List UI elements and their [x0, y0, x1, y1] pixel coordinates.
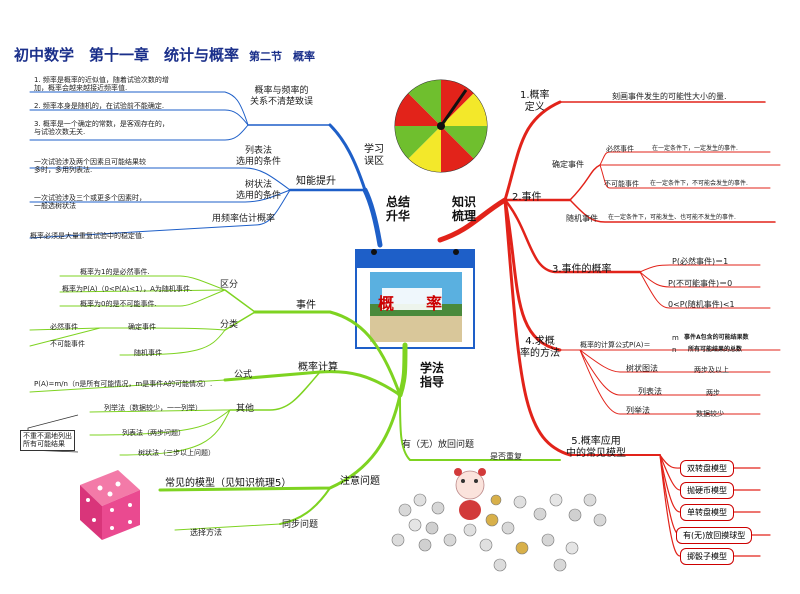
- liju-fa: 列举法: [626, 406, 650, 415]
- queding-shijian: 确定事件: [552, 160, 584, 169]
- youwu-fanghui: 有（无）放回问题: [402, 440, 475, 450]
- qita-liju: 列举法（数据较少，一一列举）: [104, 404, 202, 412]
- fenlei-queding: 确定事件: [128, 323, 156, 331]
- wuqu-item-3: 3. 概率是一个确定的常数，是客观存在的， 与试验次数无关.: [34, 120, 169, 137]
- formula-rhs-bot: 所有可能结果的总数: [688, 346, 743, 353]
- suiji-desc: 在一定条件下，可能发生、也可能不发生的事件.: [608, 214, 736, 221]
- gongshi: 公式: [234, 370, 253, 380]
- hub-xuefa: 学法 指导: [420, 361, 445, 389]
- biran-shijian: 必然事件: [606, 145, 634, 153]
- wuqu-item-1: 1. 频率是概率的近似值，随着试验次数的增 加，概率会越来越接近频率值.: [34, 76, 169, 93]
- page-title: 初中数学 第十一章 统计与概率第二节 概率: [14, 44, 315, 65]
- model-shuang-zhuanpan: 双转盘模型: [680, 460, 734, 477]
- dice-icon: [80, 470, 140, 540]
- liebiaofa-desc: 一次试验涉及两个因素且可能结果较 多时，多用列表法.: [34, 158, 146, 175]
- fenlei: 分类: [220, 320, 239, 330]
- hub-zongjie: 总结 升华: [386, 195, 411, 223]
- title-sub: 第二节 概率: [249, 50, 316, 63]
- model-dan-zhuanpan: 单转盘模型: [680, 504, 734, 521]
- gongshi-desc: P(A)=m/n（n是所有可能情况，m是事件A的可能情况）.: [34, 380, 213, 388]
- qita-shuzhuang: 树状法（三步以上问题）: [138, 449, 215, 457]
- bukeneng-shijian: 不可能事件: [604, 180, 639, 188]
- shuju-jiaoshao: 数据较少: [696, 410, 724, 418]
- qufen-2: 概率为P(A)（0<P(A)<1），A为随机事件.: [62, 285, 193, 293]
- buchong-note: 不重不漏地列出 所有可能结果: [20, 430, 75, 451]
- formula-label: 概率的计算公式P(A)＝: [580, 341, 651, 349]
- title-main: 初中数学 第十一章 统计与概率: [14, 46, 240, 64]
- hub-zhishi: 知识 梳理: [452, 195, 477, 223]
- qita-liebiao: 列表法（两步问题）: [122, 429, 185, 437]
- spinner-icon: [394, 79, 488, 173]
- suiji-shijian: 随机事件: [566, 214, 598, 223]
- qufen: 区分: [220, 280, 239, 290]
- center-calendar-icon: [355, 249, 475, 349]
- formula-num: m: [672, 334, 679, 342]
- qufen-3: 概率为0的是不可能事件.: [80, 300, 157, 308]
- wuqu-item-2: 2. 频率本身是随机的，在试验前不能确定.: [34, 102, 165, 110]
- r3-shijian-gailv: 3.事件的概率: [552, 264, 612, 275]
- formula-den: n: [672, 346, 677, 354]
- zhineng-tisheng: 知能提升: [296, 176, 336, 187]
- shijian: 事件: [296, 300, 316, 311]
- model-pao-yingbi: 抛硬币模型: [680, 482, 734, 499]
- p-bukeneng: P(不可能事件)＝0: [668, 279, 733, 288]
- tongbu-wenti: 同步问题: [282, 520, 319, 530]
- pinlv-guji: 用频率估计概率: [212, 214, 276, 224]
- center-label: 概 率: [377, 294, 450, 313]
- formula-rhs-top: 事件A包含的可能结果数: [684, 334, 749, 341]
- r4-qiu-gailv: 4.求概 率的方法: [520, 336, 560, 359]
- shuzhuang-tufa: 树状图法: [626, 364, 658, 373]
- fenlei-suiji: 随机事件: [134, 349, 162, 357]
- doll-icon: [454, 468, 486, 520]
- zhuyi-wenti: 注意问题: [340, 476, 380, 487]
- liangbu: 两步: [706, 389, 720, 397]
- changjian-moxing: 常见的模型（见知识梳理5）: [165, 478, 292, 489]
- fenlei-biran: 必然事件: [50, 323, 78, 331]
- coins-icon: [391, 493, 607, 572]
- p-biran: P(必然事件)＝1: [672, 257, 729, 266]
- bukeneng-desc: 在一定条件下，不可能会发生的事件.: [650, 180, 748, 187]
- xuexi-wuqu: 学习 误区: [364, 144, 384, 167]
- r1-desc: 刻画事件发生的可能性大小的量.: [612, 92, 727, 101]
- model-mo-qiu: 有(无)放回摸球型: [676, 527, 753, 544]
- qufen-1: 概率为1的是必然事件.: [80, 268, 150, 276]
- p-suiji: 0<P(随机事件)<1: [668, 300, 735, 309]
- shuzhuangfa-desc: 一次试验涉及三个或更多个因素时， 一般选树状法: [34, 194, 146, 211]
- r2-shijian: 2.事件: [512, 192, 542, 203]
- model-zhi-touzi: 掷骰子模型: [680, 548, 734, 565]
- shifou-chongfu: 是否重复: [490, 452, 522, 461]
- liebiao-fa: 列表法: [638, 387, 662, 396]
- r1-gailv-dingyi: 1.概率 定义: [520, 90, 550, 113]
- biran-desc: 在一定条件下，一定发生的事件.: [652, 145, 738, 152]
- fenlei-bukeneng: 不可能事件: [50, 340, 85, 348]
- qita: 其他: [236, 404, 255, 414]
- pinlv-desc: 概率必须是大量重复试验中的稳定值.: [30, 232, 145, 240]
- r5-changjian-moxing: 5.概率应用 中的常见模型: [566, 436, 626, 459]
- liebiaofa-condition: 列表法 选用的条件: [236, 146, 282, 167]
- gailv-pinlv: 概率与频率的 关系不清楚致误: [250, 86, 314, 107]
- xuanze-fangfa: 选择方法: [190, 528, 222, 537]
- gailv-jisuan: 概率计算: [298, 362, 338, 373]
- shuzhuangfa-condition: 树状法 选用的条件: [236, 180, 282, 201]
- liangbu-yishang: 两步及以上: [694, 366, 729, 374]
